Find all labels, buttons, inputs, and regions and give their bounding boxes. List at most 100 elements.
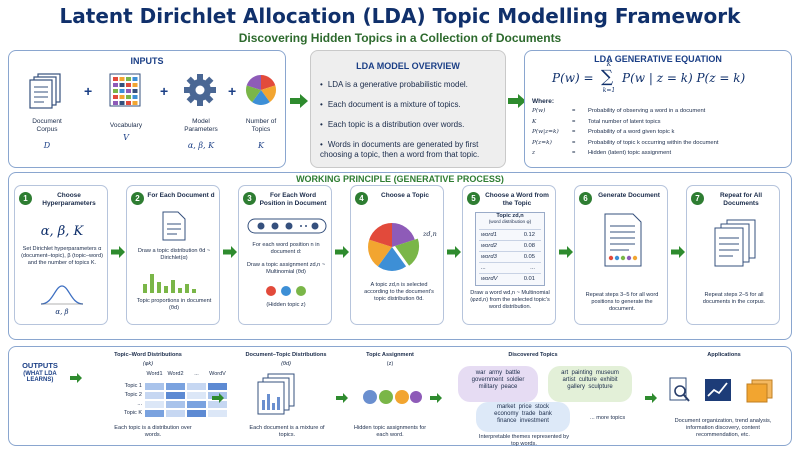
tw-cell	[186, 391, 207, 400]
topic-word: soldier	[506, 377, 525, 383]
topic-word: military	[478, 384, 498, 390]
arrow-right-icon	[223, 246, 237, 258]
plus-icon: +	[84, 83, 93, 99]
definition-text: Hidden (latent) topic assignment	[588, 150, 672, 156]
arrow-right-icon	[508, 94, 526, 108]
table-row: word2 0.08	[479, 240, 541, 250]
input-symbol: V	[123, 133, 129, 142]
step-title: For Each Word Position in Document	[259, 192, 327, 207]
equation-panel	[524, 50, 792, 168]
step-title: Choose a Topic	[381, 192, 429, 199]
overview-bullet: Each document is a mixture of topics.	[320, 100, 502, 110]
step-text: Repeat steps 2–5 for all documents in th…	[702, 292, 766, 305]
arrow-right-icon	[212, 393, 224, 403]
tw-cell	[165, 400, 186, 409]
topic-word: sculpture	[588, 384, 613, 390]
topic-tokens-icon	[363, 390, 422, 404]
definition-text: Total number of latent topics	[588, 118, 661, 125]
sum-lower: k=1	[602, 87, 616, 94]
definition-text: Probability of topic k occurring within …	[588, 139, 719, 146]
tw-cell	[144, 409, 165, 418]
definition-text: Probability of observing a word in a doc…	[588, 108, 706, 114]
step-title: Generate Document	[598, 192, 660, 199]
topic-word: battle	[505, 370, 521, 376]
arrow-right-icon	[290, 94, 308, 108]
search-document-icon	[669, 377, 690, 402]
step-text: Topic proportions in document (θd)	[136, 298, 212, 311]
ta-symbol: (z)	[386, 361, 394, 367]
word-cell: word1	[481, 232, 497, 238]
definition-row: z=Hidden (latent) topic assignment	[532, 150, 788, 160]
gear-icon	[184, 74, 216, 106]
input-symbol: K	[258, 141, 264, 150]
arrow-right-icon	[671, 246, 685, 258]
step-title: For Each Document d	[147, 192, 215, 199]
generated-document-icon	[604, 213, 642, 267]
arrow-right-icon	[111, 246, 125, 258]
ta-caption: Hidden topic assignments for each word.	[353, 425, 427, 438]
equation-header: LDA GENERATIVE EQUATION	[594, 54, 722, 64]
tw-col-header: Word1	[146, 371, 163, 377]
plus-icon: +	[228, 83, 237, 99]
formula-left: P(w) =	[552, 71, 594, 85]
topic-word: stock	[535, 404, 550, 410]
vocabulary-icon	[109, 73, 141, 107]
tw-symbol: (φk)	[142, 361, 154, 367]
inputs-header: INPUTS	[130, 56, 164, 66]
step-title: Choose Hyperparameters	[42, 192, 96, 207]
prob-cell: 0.08	[523, 243, 535, 249]
definition-row: P(w|z=k)=Probability of a word given top…	[532, 129, 788, 139]
overview-bullets: LDA is a generative probabilistic model.…	[320, 80, 502, 160]
input-label: Vocabulary	[109, 122, 143, 129]
tw-cell	[186, 400, 207, 409]
tw-cell	[165, 391, 186, 400]
tw-cell	[207, 382, 228, 391]
overview-bullet: LDA is a generative probabilistic model.	[320, 80, 502, 90]
topic-word: trade	[521, 411, 536, 417]
prob-cell: 0.05	[523, 254, 535, 260]
step-title: Repeat for All Documents	[719, 192, 762, 207]
plus-icon: +	[160, 83, 169, 99]
topic-proportion-bars	[143, 274, 196, 293]
dt-title: Document–Topic Distributions	[245, 352, 327, 358]
input-symbol: α, β, K	[187, 141, 215, 150]
documents-stack-icon	[714, 219, 756, 267]
prob-cell: 0.01	[523, 276, 535, 282]
step-number: 6	[579, 192, 592, 205]
step-text: Draw a topic distribution θd ~ Dirichlet…	[137, 248, 211, 261]
page-subtitle: Discovering Hidden Topics in a Collectio…	[238, 31, 562, 45]
definition-row: P(w)=Probability of observing a word in …	[532, 108, 788, 118]
page-title: Latent Dirichlet Allocation (LDA) Topic …	[59, 4, 741, 28]
equals-sign: =	[572, 118, 576, 125]
tw-title: Topic–Word Distributions	[114, 352, 182, 358]
bell-curve-icon	[40, 285, 84, 305]
topic-cloud-1: war army battle government soldier milit…	[458, 366, 538, 402]
table-subtitle: (word distribution φ)	[488, 220, 532, 225]
tw-caption: Each topic is a distribution over words.	[114, 425, 192, 438]
definition-text: Probability of a word given topic k	[588, 129, 675, 135]
arrow-right-icon	[70, 373, 82, 383]
word-cell: word2	[481, 243, 497, 249]
tw-cell	[144, 400, 165, 409]
apps-caption: Document organization, trend analysis, i…	[674, 418, 772, 438]
document-icon	[162, 211, 186, 241]
where-label: Where:	[532, 98, 555, 105]
tw-cell	[186, 382, 207, 391]
step-body: Repeat steps 2–5 for all documents in th…	[687, 186, 781, 326]
equals-sign: =	[572, 129, 576, 135]
step-number: 4	[355, 192, 368, 205]
dt-symbol: (θd)	[281, 361, 291, 367]
arrow-right-icon	[335, 246, 349, 258]
topic-word: investment	[519, 418, 549, 424]
definition-row: P(z=k)=Probability of topic k occurring …	[532, 140, 788, 150]
tw-col-header: ...	[194, 371, 199, 377]
topic-word: peace	[500, 384, 518, 390]
overview-bullet: Words in documents are generated by firs…	[320, 140, 502, 160]
